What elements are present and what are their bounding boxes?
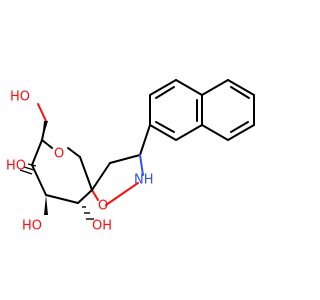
bond (77, 189, 93, 204)
bond (227, 79, 255, 96)
molecule-structure: HO O HO HO OH O NH (6, 79, 255, 234)
double-bond (155, 86, 175, 99)
bond-n (139, 154, 144, 176)
bond-n-o (105, 182, 139, 206)
atom-label-o-isox: O (98, 199, 108, 214)
hash-bond (82, 206, 94, 220)
isoxazolidine-ring (91, 124, 151, 206)
atom-label-ring-o: O (54, 147, 64, 162)
bond (149, 124, 177, 141)
bond (31, 139, 43, 166)
bond (79, 156, 93, 191)
hash-bond (19, 163, 37, 175)
bond (149, 79, 177, 96)
double-bond (155, 121, 175, 133)
bond (227, 124, 255, 141)
bond (31, 164, 47, 196)
bond (67, 147, 81, 158)
bond-oh (37, 103, 47, 122)
bond (175, 79, 203, 96)
naphthalene-group (149, 79, 255, 141)
wedge-bond (42, 121, 48, 140)
bond-o-c (91, 189, 99, 201)
atom-label-ho-ch2: HO (10, 90, 30, 105)
bond (45, 194, 79, 204)
bond (175, 124, 203, 141)
bond (201, 79, 229, 96)
wedge-bond (44, 195, 48, 215)
atom-label-nh: NH (134, 173, 154, 188)
bond (201, 124, 229, 141)
bond (109, 154, 141, 164)
bond (41, 139, 53, 149)
double-bond (230, 86, 250, 99)
double-bond (230, 121, 249, 133)
atom-labels: HO O HO HO OH O NH (6, 90, 154, 234)
atom-label-oh-c4: HO (6, 159, 26, 174)
bond (91, 162, 111, 191)
pyranose-ring (31, 103, 93, 204)
atom-label-oh-c2: OH (92, 219, 112, 234)
atom-label-oh-c3: HO (22, 219, 42, 234)
bond (139, 124, 151, 156)
